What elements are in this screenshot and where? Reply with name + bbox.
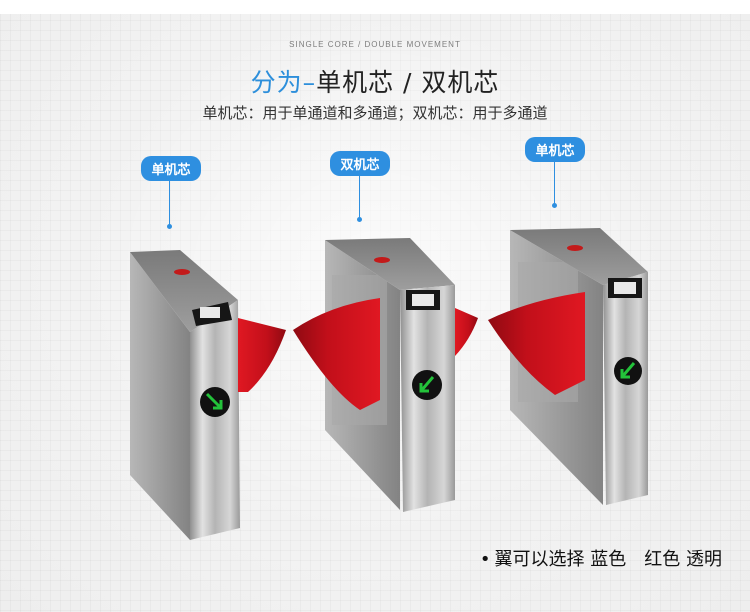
callout-single-core-right: 单机芯 [520, 137, 590, 212]
callout-line [554, 161, 555, 205]
callout-dot [357, 217, 362, 222]
green-arrow-icon [620, 362, 636, 379]
top-indicator-icon [567, 245, 583, 251]
card-reader-icon [614, 282, 636, 294]
turnstile-single-core-right [488, 228, 648, 505]
wing-color-text: 翼可以选择 蓝色 红色 透明 [494, 549, 722, 570]
callout-dot [552, 203, 557, 208]
red-wing-left [293, 298, 380, 410]
card-reader-icon [200, 307, 220, 318]
cabinet-side [130, 252, 190, 540]
card-reader-icon [412, 294, 434, 306]
callout-dot [167, 224, 172, 229]
cabinet-top [510, 228, 648, 285]
page-title: 分为–单机芯 / 双机芯 [0, 63, 750, 99]
callout-label: 双机芯 [330, 151, 390, 176]
english-subtitle: SINGLE CORE / DOUBLE MOVEMENT [289, 40, 461, 49]
callout-label: 单机芯 [525, 137, 585, 162]
callout-line [359, 175, 360, 219]
page-description: 单机芯：用于单通道和多通道；双机芯：用于多通道 [202, 104, 548, 122]
turnstile-single-core-left [130, 250, 286, 540]
red-wing-right [455, 308, 478, 356]
callout-label: 单机芯 [141, 156, 201, 181]
red-wing [488, 292, 585, 395]
top-indicator-icon [374, 257, 390, 263]
cabinet-front [603, 272, 648, 505]
cabinet-top [325, 238, 455, 290]
turnstile-double-core-center [293, 238, 478, 512]
cabinet-front [190, 300, 240, 540]
wing-color-options: •翼可以选择 蓝色 红色 透明 [480, 545, 722, 571]
callout-line [169, 180, 170, 226]
green-arrow-icon [419, 376, 435, 393]
top-indicator-icon [174, 269, 190, 275]
green-arrow-icon [205, 392, 223, 410]
bullet-icon: • [479, 549, 491, 570]
title-accent: 分为– [250, 68, 317, 97]
top-strip [0, 0, 750, 14]
callout-double-core-center: 双机芯 [325, 151, 395, 226]
title-main: 单机芯 / 双机芯 [316, 68, 500, 97]
callout-single-core-left: 单机芯 [136, 156, 206, 231]
red-wing [238, 318, 286, 392]
